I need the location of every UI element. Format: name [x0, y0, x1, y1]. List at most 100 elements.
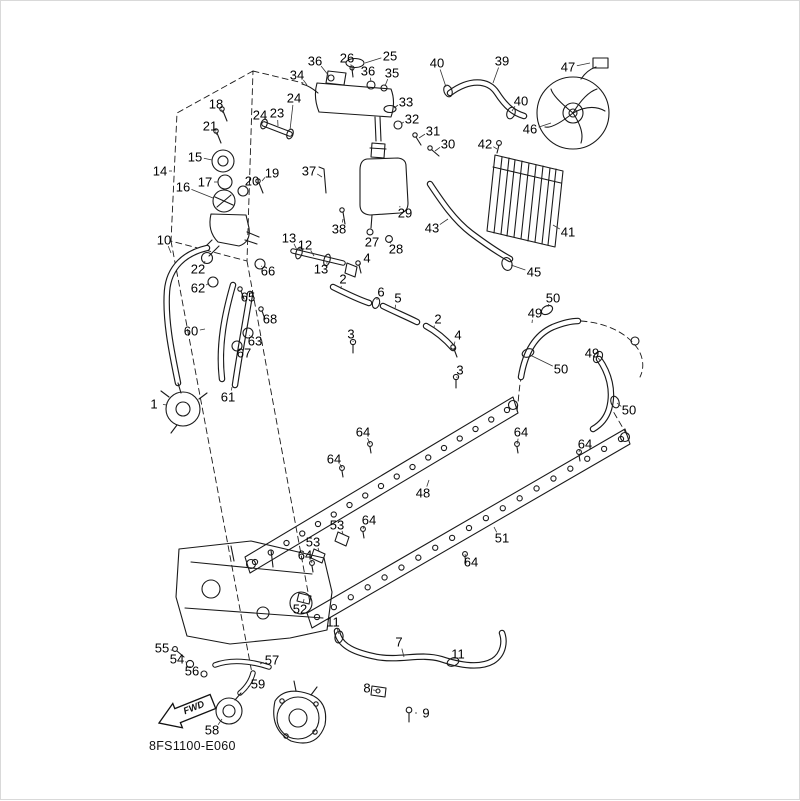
leader-line: [493, 67, 499, 83]
radiator: [487, 141, 563, 247]
part-label-41: 41: [561, 225, 575, 240]
part-label-64: 64: [514, 425, 528, 440]
part-label-13: 13: [314, 262, 328, 277]
rail-hole: [365, 585, 370, 590]
diagram-footer: FWD 8FS1100-E060: [149, 695, 236, 754]
part-label-24: 24: [253, 108, 267, 123]
part-label-56: 56: [185, 664, 199, 679]
part-label-19: 19: [265, 166, 279, 181]
part-label-35: 35: [385, 66, 399, 81]
rail-hole: [433, 545, 438, 550]
part-label-42: 42: [478, 137, 492, 152]
part-label-64: 64: [298, 548, 312, 563]
part-label-65: 65: [241, 290, 255, 305]
part-label-22: 22: [191, 262, 205, 277]
part-label-39: 39: [495, 54, 509, 69]
rail-hole: [551, 476, 556, 481]
rail-hole: [331, 512, 336, 517]
part-label-50: 50: [554, 362, 568, 377]
part-label-64: 64: [356, 425, 370, 440]
part-label-38: 38: [332, 222, 346, 237]
part-label-59: 59: [251, 677, 265, 692]
rail-hole: [500, 506, 505, 511]
part-label-62: 62: [191, 281, 205, 296]
part-label-11: 11: [451, 647, 465, 662]
part-label-64: 64: [464, 555, 478, 570]
part-label-7: 7: [395, 635, 402, 650]
rail-hole: [534, 486, 539, 491]
part-label-5: 5: [394, 291, 401, 306]
part-label-40: 40: [430, 56, 444, 71]
rail-hole: [382, 575, 387, 580]
part-label-9: 9: [422, 706, 429, 721]
part-label-34: 34: [290, 68, 304, 83]
part-label-43: 43: [425, 221, 439, 236]
radiator-grille-rail-upper: [245, 397, 518, 573]
rail-hole: [457, 436, 462, 441]
hose-bracket-and-bolt: [371, 686, 412, 722]
part-label-2: 2: [339, 272, 346, 287]
part-label-40: 40: [514, 94, 528, 109]
leader-line: [317, 174, 322, 177]
leader-line: [204, 158, 212, 160]
bottom-bypass-hose: [334, 630, 503, 667]
leader-line: [577, 63, 590, 66]
left-hoses: [167, 248, 265, 385]
part-label-60: 60: [184, 324, 198, 339]
part-label-11: 11: [326, 615, 340, 630]
part-label-23: 23: [270, 106, 284, 121]
part-label-32: 32: [405, 112, 419, 127]
part-label-26: 26: [340, 51, 354, 66]
part-label-55: 55: [155, 641, 169, 656]
part-label-50: 50: [622, 403, 636, 418]
part-label-28: 28: [389, 242, 403, 257]
part-label-25: 25: [383, 49, 397, 64]
part-label-64: 64: [362, 513, 376, 528]
part-label-45: 45: [527, 265, 541, 280]
part-label-57: 57: [265, 653, 279, 668]
rail-hole: [441, 445, 446, 450]
diagram-code: 8FS1100-E060: [149, 739, 236, 753]
part-label-6: 6: [377, 285, 384, 300]
part-label-54: 54: [170, 652, 184, 667]
bottom-water-pump: [173, 647, 326, 743]
rail-hole: [347, 502, 352, 507]
part-label-64: 64: [578, 437, 592, 452]
part-label-21: 21: [203, 119, 217, 134]
rail-hole: [483, 516, 488, 521]
rail-hole: [378, 483, 383, 488]
part-label-64: 64: [327, 452, 341, 467]
part-label-8: 8: [363, 681, 370, 696]
rail-hole: [410, 464, 415, 469]
part-label-14: 14: [153, 164, 167, 179]
part-label-17: 17: [198, 175, 212, 190]
part-label-4: 4: [363, 251, 370, 266]
part-label-61: 61: [221, 390, 235, 405]
leader-line: [493, 147, 497, 149]
part-label-36: 36: [308, 54, 322, 69]
rail-hole: [489, 417, 494, 422]
rail-hole: [504, 407, 509, 412]
part-label-46: 46: [523, 122, 537, 137]
part-label-50: 50: [546, 291, 560, 306]
part-label-10: 10: [157, 233, 171, 248]
part-label-29: 29: [398, 206, 412, 221]
part-label-36: 36: [361, 64, 375, 79]
part-label-15: 15: [188, 150, 202, 165]
leader-line: [290, 105, 293, 130]
lower-radiator-hose: [430, 184, 514, 272]
mounting-screws: [310, 442, 582, 572]
leader-line: [435, 147, 440, 151]
rail-hole: [602, 446, 607, 451]
rail-hole: [300, 531, 305, 536]
part-label-3: 3: [347, 327, 354, 342]
rail-hole: [399, 565, 404, 570]
rail-hole: [315, 521, 320, 526]
upper-radiator-hose: [442, 83, 524, 121]
leader-line: [440, 219, 448, 225]
rail-hole: [473, 426, 478, 431]
part-label-67: 67: [237, 346, 251, 361]
